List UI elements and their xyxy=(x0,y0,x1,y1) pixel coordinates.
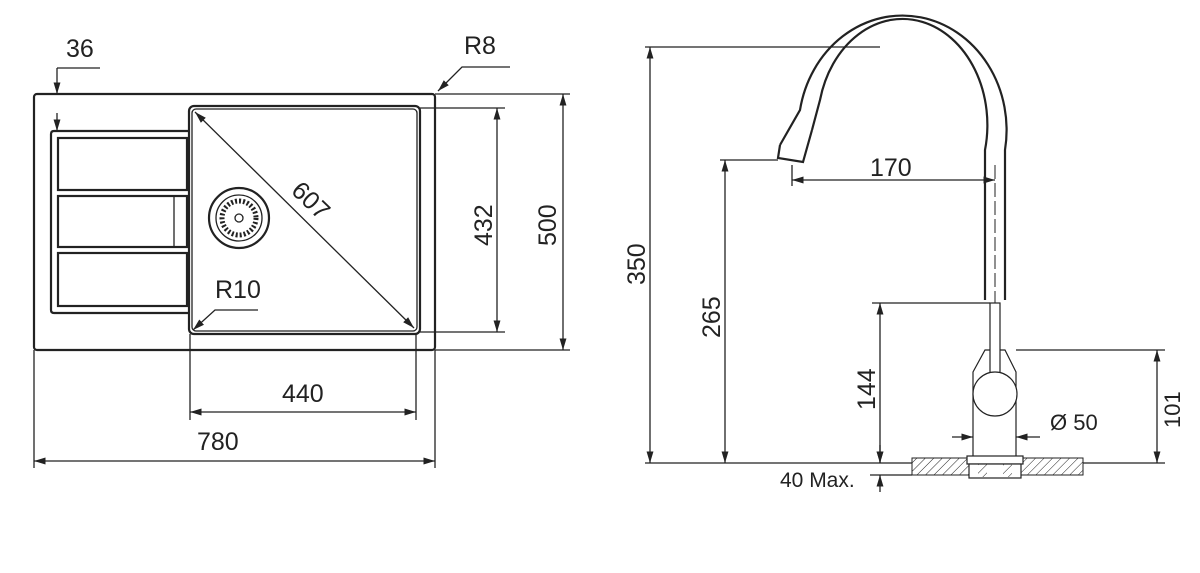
drain-strainer-icon xyxy=(207,186,271,250)
dim-total-height-label: 350 xyxy=(623,243,651,285)
drainer-ribs xyxy=(49,129,189,315)
sink-top-view: 36 R8 607 R10 432 500 440 780 xyxy=(32,32,570,468)
dim-corner-radius-label: R8 xyxy=(464,32,496,60)
dim-basin-radius-label: R10 xyxy=(215,276,261,304)
basin-outline xyxy=(187,104,422,336)
dim-basin-width-label: 440 xyxy=(282,380,324,408)
dim-spout-reach-label: 170 xyxy=(870,154,912,182)
dim-body-height-label: 101 xyxy=(1160,391,1185,428)
dim-diagonal-label: 607 xyxy=(286,176,335,225)
dim-base-diameter-label: Ø 50 xyxy=(1050,410,1098,435)
dim-counter-thickness-label: 40 Max. xyxy=(780,469,855,492)
dim-basin-depth-label: 432 xyxy=(470,204,498,246)
sink-outline xyxy=(32,92,437,352)
dim-edge-label: 36 xyxy=(66,35,94,63)
dim-lever-height-label: 144 xyxy=(853,368,881,410)
spout xyxy=(779,14,1008,300)
dim-overall-width-label: 780 xyxy=(197,428,239,456)
dim-overall-depth-label: 500 xyxy=(534,204,562,246)
lever xyxy=(989,302,1001,384)
dim-spout-height-label: 265 xyxy=(698,296,726,338)
faucet-side-view: 350 265 170 144 40 Max. Ø 50 101 xyxy=(623,14,1185,492)
